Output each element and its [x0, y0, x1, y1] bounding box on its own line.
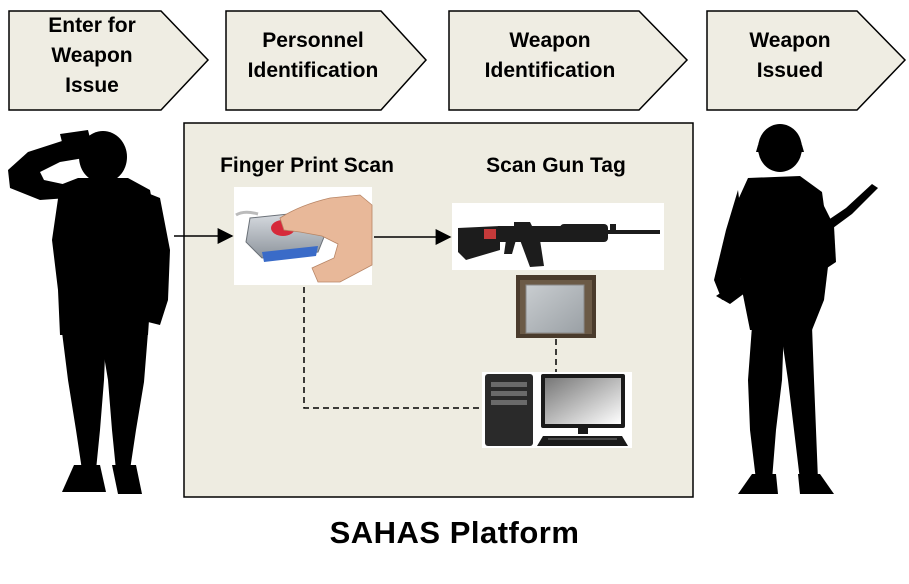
- step-label-line: Personnel: [262, 29, 364, 52]
- step-label-line: Identification: [248, 59, 379, 82]
- rifle-icon: [452, 203, 664, 270]
- step-enter-for-weapon-issue: Enter for Weapon Issue: [8, 10, 210, 111]
- step-weapon-identification: Weapon Identification: [448, 10, 689, 111]
- fingerprint-scan-label: Finger Print Scan: [220, 154, 394, 177]
- dashed-link-scanner-computer: [303, 287, 482, 409]
- tag-reader-icon: [516, 275, 596, 338]
- step-label-line: Weapon: [749, 29, 830, 52]
- scan-gun-tag-label: Scan Gun Tag: [486, 154, 626, 177]
- saluting-soldier-icon: [8, 130, 170, 494]
- step-label-line: Enter for: [48, 14, 136, 37]
- step-weapon-issued: Weapon Issued: [706, 10, 907, 111]
- armed-soldier-icon: [714, 124, 878, 494]
- step-label-line: Weapon: [509, 29, 590, 52]
- fingerprint-scanner-icon: [234, 187, 373, 285]
- computer-icon: [482, 372, 632, 448]
- step-label-line: Weapon: [51, 44, 132, 67]
- step-personnel-identification: Personnel Identification: [225, 10, 428, 111]
- step-label-line: Issue: [65, 74, 119, 97]
- platform-title: SAHAS Platform: [329, 515, 580, 550]
- step-label-line: Identification: [485, 59, 616, 82]
- step-label-line: Issued: [757, 59, 824, 82]
